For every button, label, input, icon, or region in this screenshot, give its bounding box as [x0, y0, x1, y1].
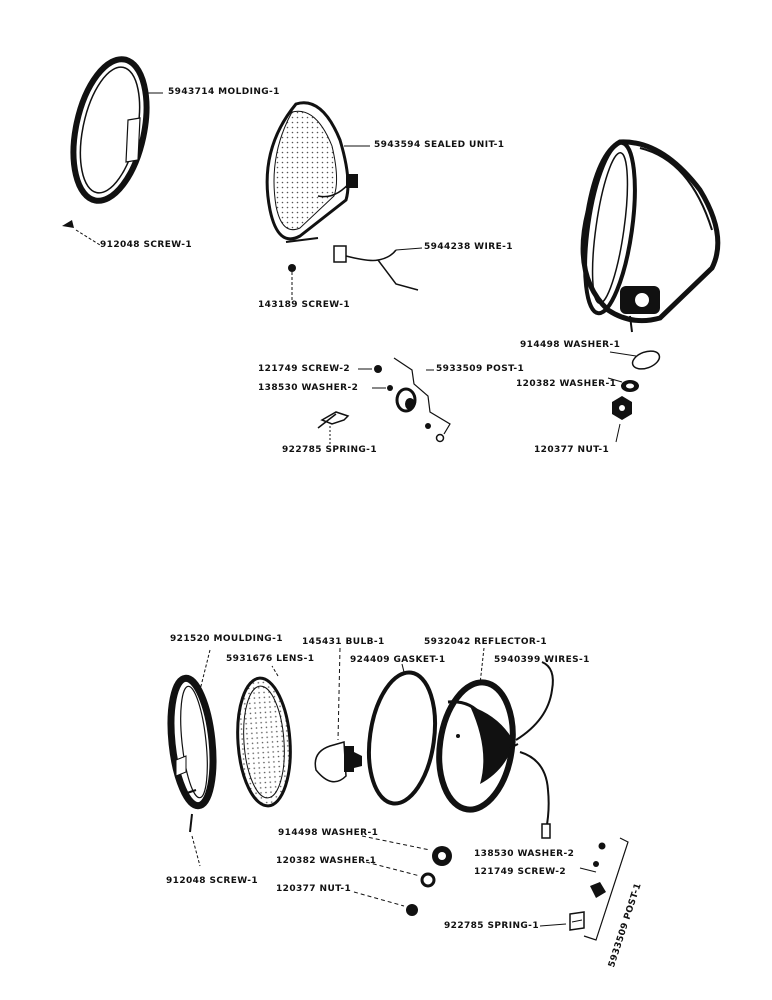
lower-moulding-ring — [167, 674, 217, 810]
upper-wire — [333, 245, 423, 291]
lower-washers-nut — [353, 835, 452, 916]
lower-reflector — [436, 679, 519, 813]
label-wire: 5944238 WIRE-1 — [424, 242, 513, 252]
label-upper-washer-138530: 138530 WASHER-2 — [258, 383, 359, 393]
lower-wires — [515, 661, 554, 839]
label-molding: 5943714 MOLDING-1 — [168, 87, 280, 97]
upper-spring — [317, 411, 350, 446]
label-wires: 5940399 WIRES-1 — [494, 655, 590, 665]
label-lower-screw-121749: 121749 SCREW-2 — [474, 867, 566, 877]
label-screw-143189: 143189 SCREW-1 — [258, 300, 350, 310]
label-upper-post: 5933509 POST-1 — [436, 364, 525, 374]
upper-molding-ring — [70, 56, 150, 204]
upper-screw-143189 — [288, 264, 296, 300]
label-sealed-unit: 5943594 SEALED UNIT-1 — [374, 140, 505, 150]
label-reflector: 5932042 REFLECTOR-1 — [424, 637, 548, 647]
lower-lens — [236, 676, 292, 808]
label-upper-washer-120382: 120382 WASHER-1 — [516, 379, 617, 389]
label-lens: 5931676 LENS-1 — [226, 654, 315, 664]
label-lower-washer-120382: 120382 WASHER-1 — [276, 856, 377, 866]
lower-gasket — [367, 663, 437, 806]
label-upper-spring: 922785 SPRING-1 — [282, 445, 377, 455]
label-bulb: 145431 BULB-1 — [302, 637, 385, 647]
upper-screw-912048 — [62, 220, 101, 246]
label-upper-nut: 120377 NUT-1 — [534, 445, 610, 455]
upper-sealed-unit — [265, 101, 358, 243]
label-upper-screw-912048: 912048 SCREW-1 — [100, 240, 192, 250]
label-lower-washer-914498: 914498 WASHER-1 — [278, 828, 379, 838]
label-lower-nut: 120377 NUT-1 — [276, 884, 352, 894]
lower-bulb — [314, 647, 362, 783]
lower-screw-912048 — [189, 813, 201, 867]
upper-washers-nut — [607, 350, 661, 443]
upper-post-group — [358, 357, 451, 443]
label-moulding: 921520 MOULDING-1 — [170, 634, 283, 644]
lower-post-group — [539, 837, 629, 941]
label-lower-screw-912048: 912048 SCREW-1 — [166, 876, 258, 886]
upper-housing-shell — [580, 139, 721, 333]
label-upper-screw-121749: 121749 SCREW-2 — [258, 364, 350, 374]
label-lower-washer-138530: 138530 WASHER-2 — [474, 849, 575, 859]
label-upper-washer-914498: 914498 WASHER-1 — [520, 340, 621, 350]
label-lower-spring: 922785 SPRING-1 — [444, 921, 539, 931]
label-gasket: 924409 GASKET-1 — [350, 655, 446, 665]
